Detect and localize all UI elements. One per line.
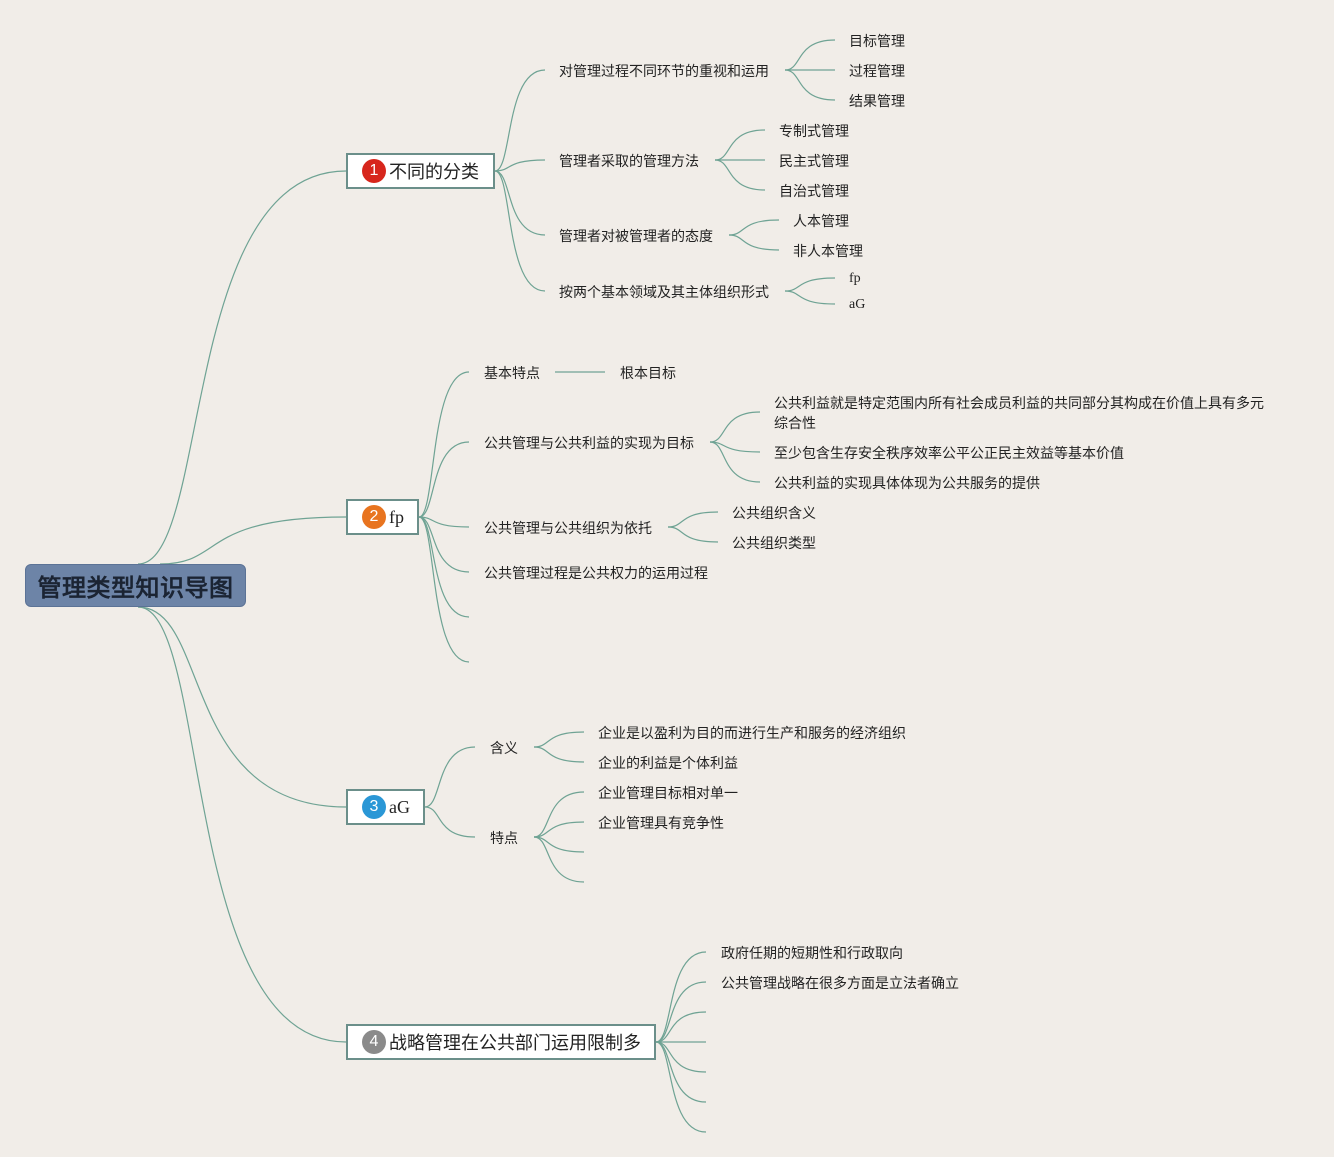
leaf-1-1-3[interactable]: 结果管理 (849, 93, 905, 109)
topic-3-node[interactable]: 3 aG (346, 789, 425, 825)
leaf-3-1-2[interactable]: 企业的利益是个体利益 (598, 755, 738, 771)
subtopic-2-4[interactable]: 公共管理过程是公共权力的运用过程 (484, 565, 708, 581)
leaf-2-2-1[interactable]: 公共利益就是特定范围内所有社会成员利益的共同部分其构成在价值上具有多元综合性 (774, 395, 1264, 431)
edge-s32-leaf-1 (533, 791, 585, 838)
edge-s12-leaf-3 (714, 159, 766, 191)
topic-1-node[interactable]: 1 不同的分类 (346, 153, 495, 189)
edge-s13-leaf-2 (728, 234, 780, 251)
leaf-1-4-2[interactable]: aG (849, 297, 866, 312)
leaf-2-3-1[interactable]: 公共组织含义 (732, 505, 816, 521)
leaf-2-2-2[interactable]: 至少包含生存安全秩序效率公平公正民主效益等基本价值 (774, 445, 1124, 461)
subtopic-1-3[interactable]: 管理者对被管理者的态度 (559, 228, 713, 244)
leaf-1-2-1[interactable]: 专制式管理 (779, 123, 849, 139)
subtopic-3-1[interactable]: 含义 (490, 740, 518, 756)
leaf-2-2-3[interactable]: 公共利益的实现具体体现为公共服务的提供 (774, 475, 1040, 491)
number-badge-2: 2 (362, 505, 386, 529)
edge-s32-leaf-2 (533, 821, 585, 838)
leaf-3-2-2[interactable]: 企业管理具有竞争性 (598, 815, 724, 831)
edge-s32-leaf-3 (533, 836, 585, 853)
number-badge-3: 3 (362, 795, 386, 819)
topic-4-node[interactable]: 4 战略管理在公共部门运用限制多 (346, 1024, 656, 1060)
subtopic-2-2[interactable]: 公共管理与公共利益的实现为目标 (484, 435, 694, 451)
edge-t1-sub-4 (494, 170, 546, 292)
edge-s12-leaf-1 (714, 129, 766, 161)
edge-t2-sub-2 (418, 441, 470, 518)
edge-s23-leaf-1 (667, 511, 719, 528)
edge-s13-leaf-1 (728, 219, 780, 236)
edge-root-topic-4 (137, 606, 347, 1043)
edge-t4-sub-3 (655, 1011, 707, 1043)
leaf-1-2-2[interactable]: 民主式管理 (779, 153, 849, 169)
edge-t1-sub-3 (494, 170, 546, 236)
subtopic-1-1[interactable]: 对管理过程不同环节的重视和运用 (559, 63, 769, 79)
subtopic-2-1[interactable]: 基本特点 (484, 365, 540, 381)
subtopic-1-2[interactable]: 管理者采取的管理方法 (559, 153, 699, 169)
leaf-1-2-3[interactable]: 自治式管理 (779, 183, 849, 199)
edge-t1-sub-1 (494, 69, 546, 172)
edge-root-topic-3 (137, 606, 347, 808)
leaf-1-4-1[interactable]: fp (849, 271, 861, 286)
edge-t2-sub-4 (418, 516, 470, 573)
edge-s23-leaf-2 (667, 526, 719, 543)
edge-s22-leaf-1 (709, 411, 761, 443)
leaf-1-1-1[interactable]: 目标管理 (849, 33, 905, 49)
topic-4-label: 战略管理在公共部门运用限制多 (389, 1033, 641, 1053)
edge-s31-leaf-2 (533, 746, 585, 763)
number-badge-1: 1 (362, 159, 386, 183)
edge-s11-leaf-3 (784, 69, 836, 101)
subtopic-1-4[interactable]: 按两个基本领域及其主体组织形式 (559, 284, 769, 300)
topic-2-node[interactable]: 2 fp (346, 499, 419, 535)
edge-root-topic-1 (137, 170, 347, 565)
leaf-3-1-1[interactable]: 企业是以盈利为目的而进行生产和服务的经济组织 (598, 725, 906, 741)
subtopic-4-1[interactable]: 政府任期的短期性和行政取向 (721, 945, 903, 961)
leaf-1-3-2[interactable]: 非人本管理 (793, 243, 863, 259)
edge-s32-leaf-4 (533, 836, 585, 883)
leaf-1-1-2[interactable]: 过程管理 (849, 63, 905, 79)
topic-2-label: fp (389, 506, 404, 527)
edge-t3-sub-1 (424, 746, 476, 808)
edge-s14-leaf-2 (784, 290, 836, 305)
subtopic-4-2[interactable]: 公共管理战略在很多方面是立法者确立 (721, 975, 959, 991)
root-node[interactable]: 管理类型知识导图 (25, 564, 246, 607)
edge-t1-sub-2 (494, 159, 546, 172)
edge-t3-sub-2 (424, 806, 476, 838)
leaf-3-2-1[interactable]: 企业管理目标相对单一 (598, 785, 738, 801)
topic-1-label: 不同的分类 (389, 162, 479, 182)
edge-t2-sub-6 (418, 516, 470, 663)
edge-t4-sub-5 (655, 1041, 707, 1073)
topic-3-label: aG (389, 796, 410, 817)
edge-s22-leaf-2 (709, 441, 761, 453)
edge-s22-leaf-3 (709, 441, 761, 483)
edge-t4-sub-7 (655, 1041, 707, 1133)
subtopic-3-2[interactable]: 特点 (490, 830, 518, 846)
edge-s11-leaf-1 (784, 39, 836, 71)
edge-s31-leaf-1 (533, 731, 585, 748)
edge-t2-sub-3 (418, 516, 470, 528)
edge-s14-leaf-1 (784, 277, 836, 292)
leaf-2-3-2[interactable]: 公共组织类型 (732, 535, 816, 551)
subtopic-2-3[interactable]: 公共管理与公共组织为依托 (484, 520, 652, 536)
leaf-2-1-1[interactable]: 根本目标 (620, 365, 676, 381)
leaf-1-3-1[interactable]: 人本管理 (793, 213, 849, 229)
number-badge-4: 4 (362, 1030, 386, 1054)
edge-t4-sub-1 (655, 951, 707, 1043)
edge-t4-sub-2 (655, 981, 707, 1043)
edge-t2-sub-1 (418, 371, 470, 518)
edge-root-topic-2 (159, 516, 347, 565)
